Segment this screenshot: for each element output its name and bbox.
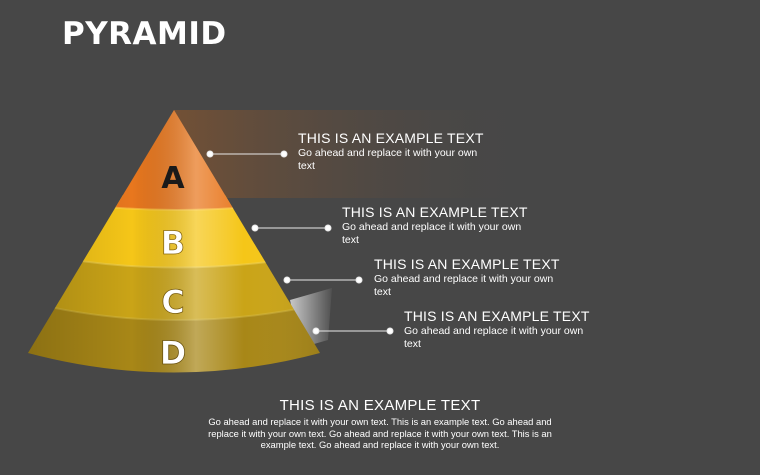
level-c-letter: C [161,283,184,321]
level-d-heading: THIS IS AN EXAMPLE TEXT [404,308,590,324]
page-title: PYRAMID [62,16,227,52]
connector-a [206,150,288,158]
connector-c [283,276,363,284]
footer-text-block: THIS IS AN EXAMPLE TEXT Go ahead and rep… [195,397,565,451]
level-b-text: Go ahead and replace it with your own te… [342,221,522,246]
connector-d [312,327,394,335]
level-a-letter: A [161,161,185,196]
footer-heading: THIS IS AN EXAMPLE TEXT [279,397,481,414]
footer-body: Go ahead and replace it with your own te… [208,416,552,450]
level-d-letter: D [160,334,187,372]
level-a-heading: THIS IS AN EXAMPLE TEXT [298,130,484,146]
level-c-label: THIS IS AN EXAMPLE TEXT Go ahead and rep… [374,256,564,299]
level-d-label: THIS IS AN EXAMPLE TEXT Go ahead and rep… [404,308,594,351]
level-b-label: THIS IS AN EXAMPLE TEXT Go ahead and rep… [342,204,532,247]
level-d-text: Go ahead and replace it with your own te… [404,325,584,350]
connector-b [251,224,332,232]
level-c-heading: THIS IS AN EXAMPLE TEXT [374,256,560,272]
level-a-text: Go ahead and replace it with your own te… [298,147,478,172]
level-a-label: THIS IS AN EXAMPLE TEXT Go ahead and rep… [298,130,488,173]
level-c-text: Go ahead and replace it with your own te… [374,273,554,298]
level-b-heading: THIS IS AN EXAMPLE TEXT [342,204,528,220]
level-b-letter: B [161,224,185,262]
